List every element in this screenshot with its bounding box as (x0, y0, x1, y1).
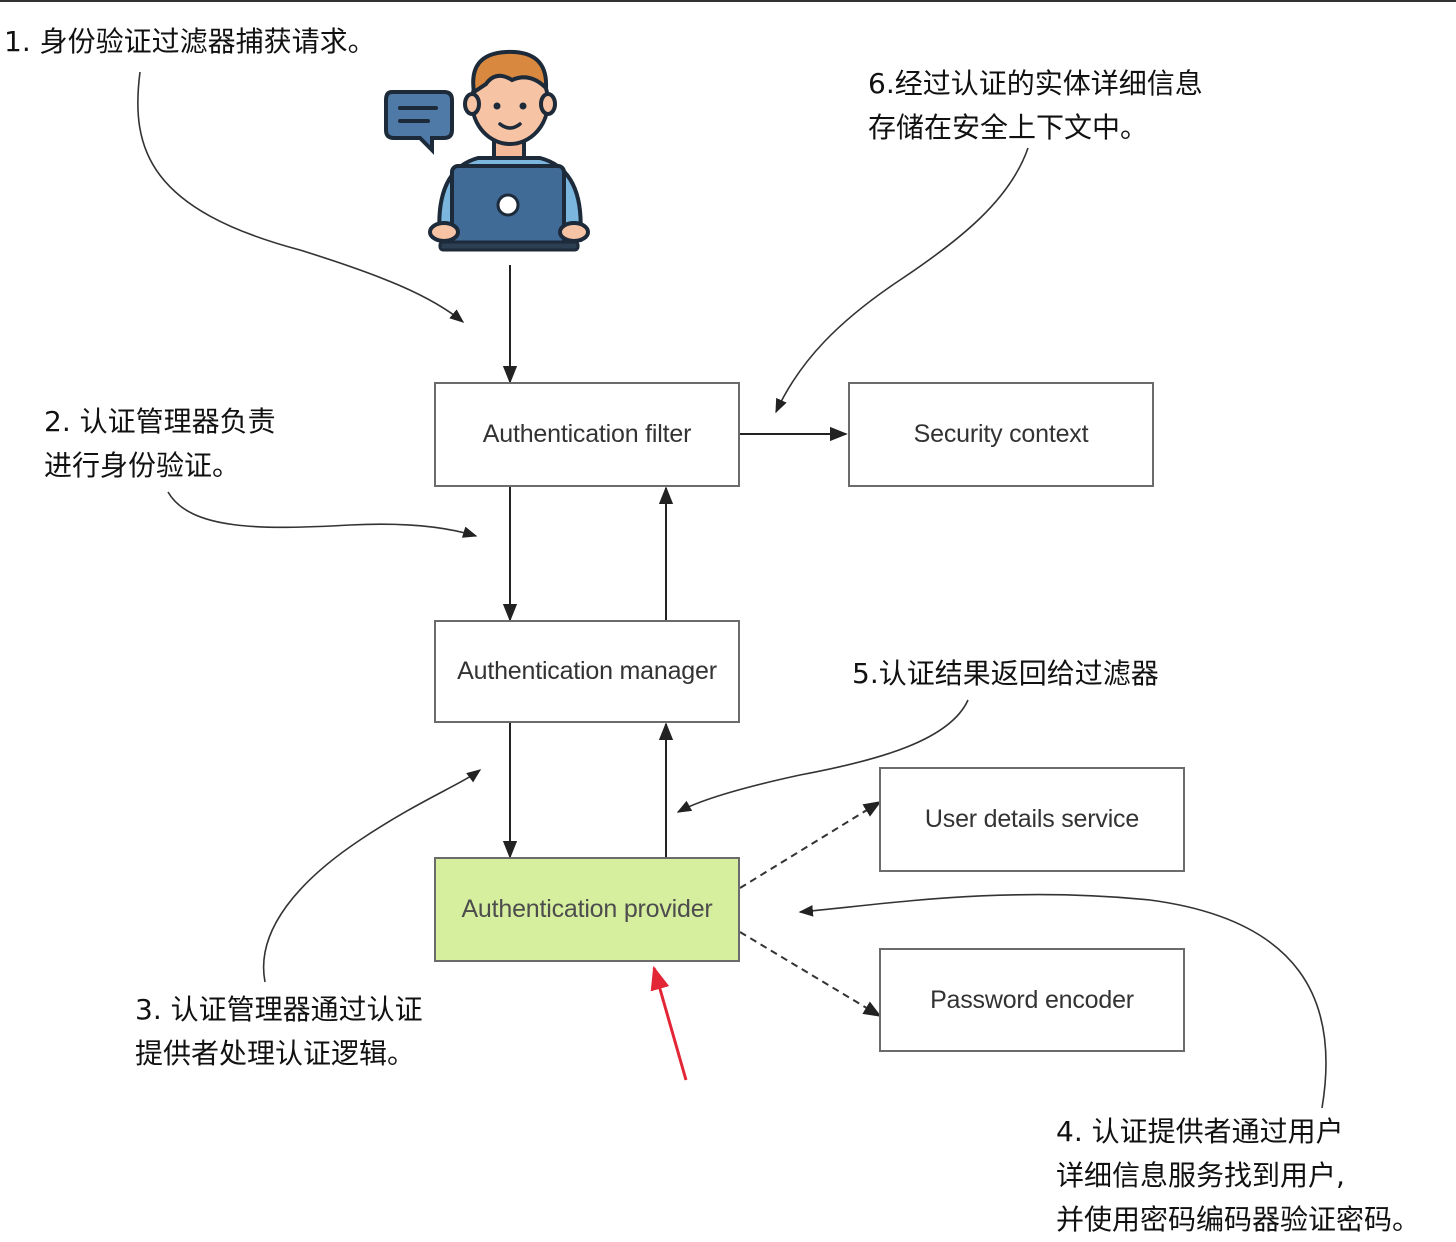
password-encoder-label: Password encoder (930, 985, 1134, 1014)
dashed-arrows (739, 801, 882, 1017)
flow-arrows (502, 265, 848, 859)
authentication-filter-box: Authentication filter (434, 382, 740, 487)
note-step3-line1: 3. 认证管理器通过认证 (135, 993, 423, 1026)
note-step3: 3. 认证管理器通过认证 提供者处理认证逻辑。 (135, 988, 423, 1076)
note-step4-line1: 4. 认证提供者通过用户 (1056, 1115, 1344, 1148)
note-step4: 4. 认证提供者通过用户 详细信息服务找到用户, 并使用密码编码器验证密码。 (1056, 1110, 1420, 1242)
note-step1-text: 1. 身份验证过滤器捕获请求。 (4, 25, 376, 58)
authentication-manager-label: Authentication manager (457, 657, 717, 685)
note-step6-line1: 6.经过认证的实体详细信息 (868, 67, 1203, 100)
security-context-box: Security context (848, 382, 1154, 487)
callout-arrow-step3 (262, 769, 482, 983)
note-step4-line3: 并使用密码编码器验证密码。 (1056, 1203, 1421, 1236)
authentication-manager-box: Authentication manager (434, 620, 740, 723)
callout-arrow-step5 (676, 699, 969, 813)
chat-bubble-icon (384, 90, 454, 155)
callout-arrow-step4 (798, 893, 1327, 1109)
arrow-provider-to-user-details (739, 801, 882, 889)
person-with-laptop-icon (384, 49, 590, 252)
authentication-provider-label: Authentication provider (461, 895, 713, 923)
authentication-provider-box: Authentication provider (434, 857, 740, 962)
note-step4-line2: 详细信息服务找到用户, (1056, 1159, 1345, 1192)
callout-arrow-step1 (137, 71, 465, 323)
note-step1: 1. 身份验证过滤器捕获请求。 (4, 20, 376, 64)
callout-arrows (137, 71, 1327, 1109)
authentication-filter-label: Authentication filter (482, 420, 692, 448)
red-pointer-arrow (650, 965, 688, 1081)
note-step6: 6.经过认证的实体详细信息 存储在安全上下文中。 (868, 62, 1203, 150)
user-details-service-label: User details service (924, 805, 1140, 833)
password-encoder-box: Password encoder (879, 948, 1185, 1052)
note-step5-text: 5.认证结果返回给过滤器 (852, 657, 1159, 690)
note-step6-line2: 存储在安全上下文中。 (868, 111, 1149, 144)
note-step5: 5.认证结果返回给过滤器 (852, 652, 1159, 696)
arrow-provider-to-password-encoder (739, 931, 882, 1017)
callout-arrow-step6 (775, 147, 1029, 414)
callout-arrow-step2 (167, 491, 478, 538)
note-step2-line2: 进行身份验证。 (44, 449, 241, 482)
user-details-service-box: User details service (879, 767, 1185, 872)
note-step2: 2. 认证管理器负责 进行身份验证。 (44, 400, 276, 488)
note-step3-line2: 提供者处理认证逻辑。 (135, 1037, 416, 1070)
note-step2-line1: 2. 认证管理器负责 (44, 405, 276, 438)
security-context-label: Security context (913, 420, 1089, 448)
